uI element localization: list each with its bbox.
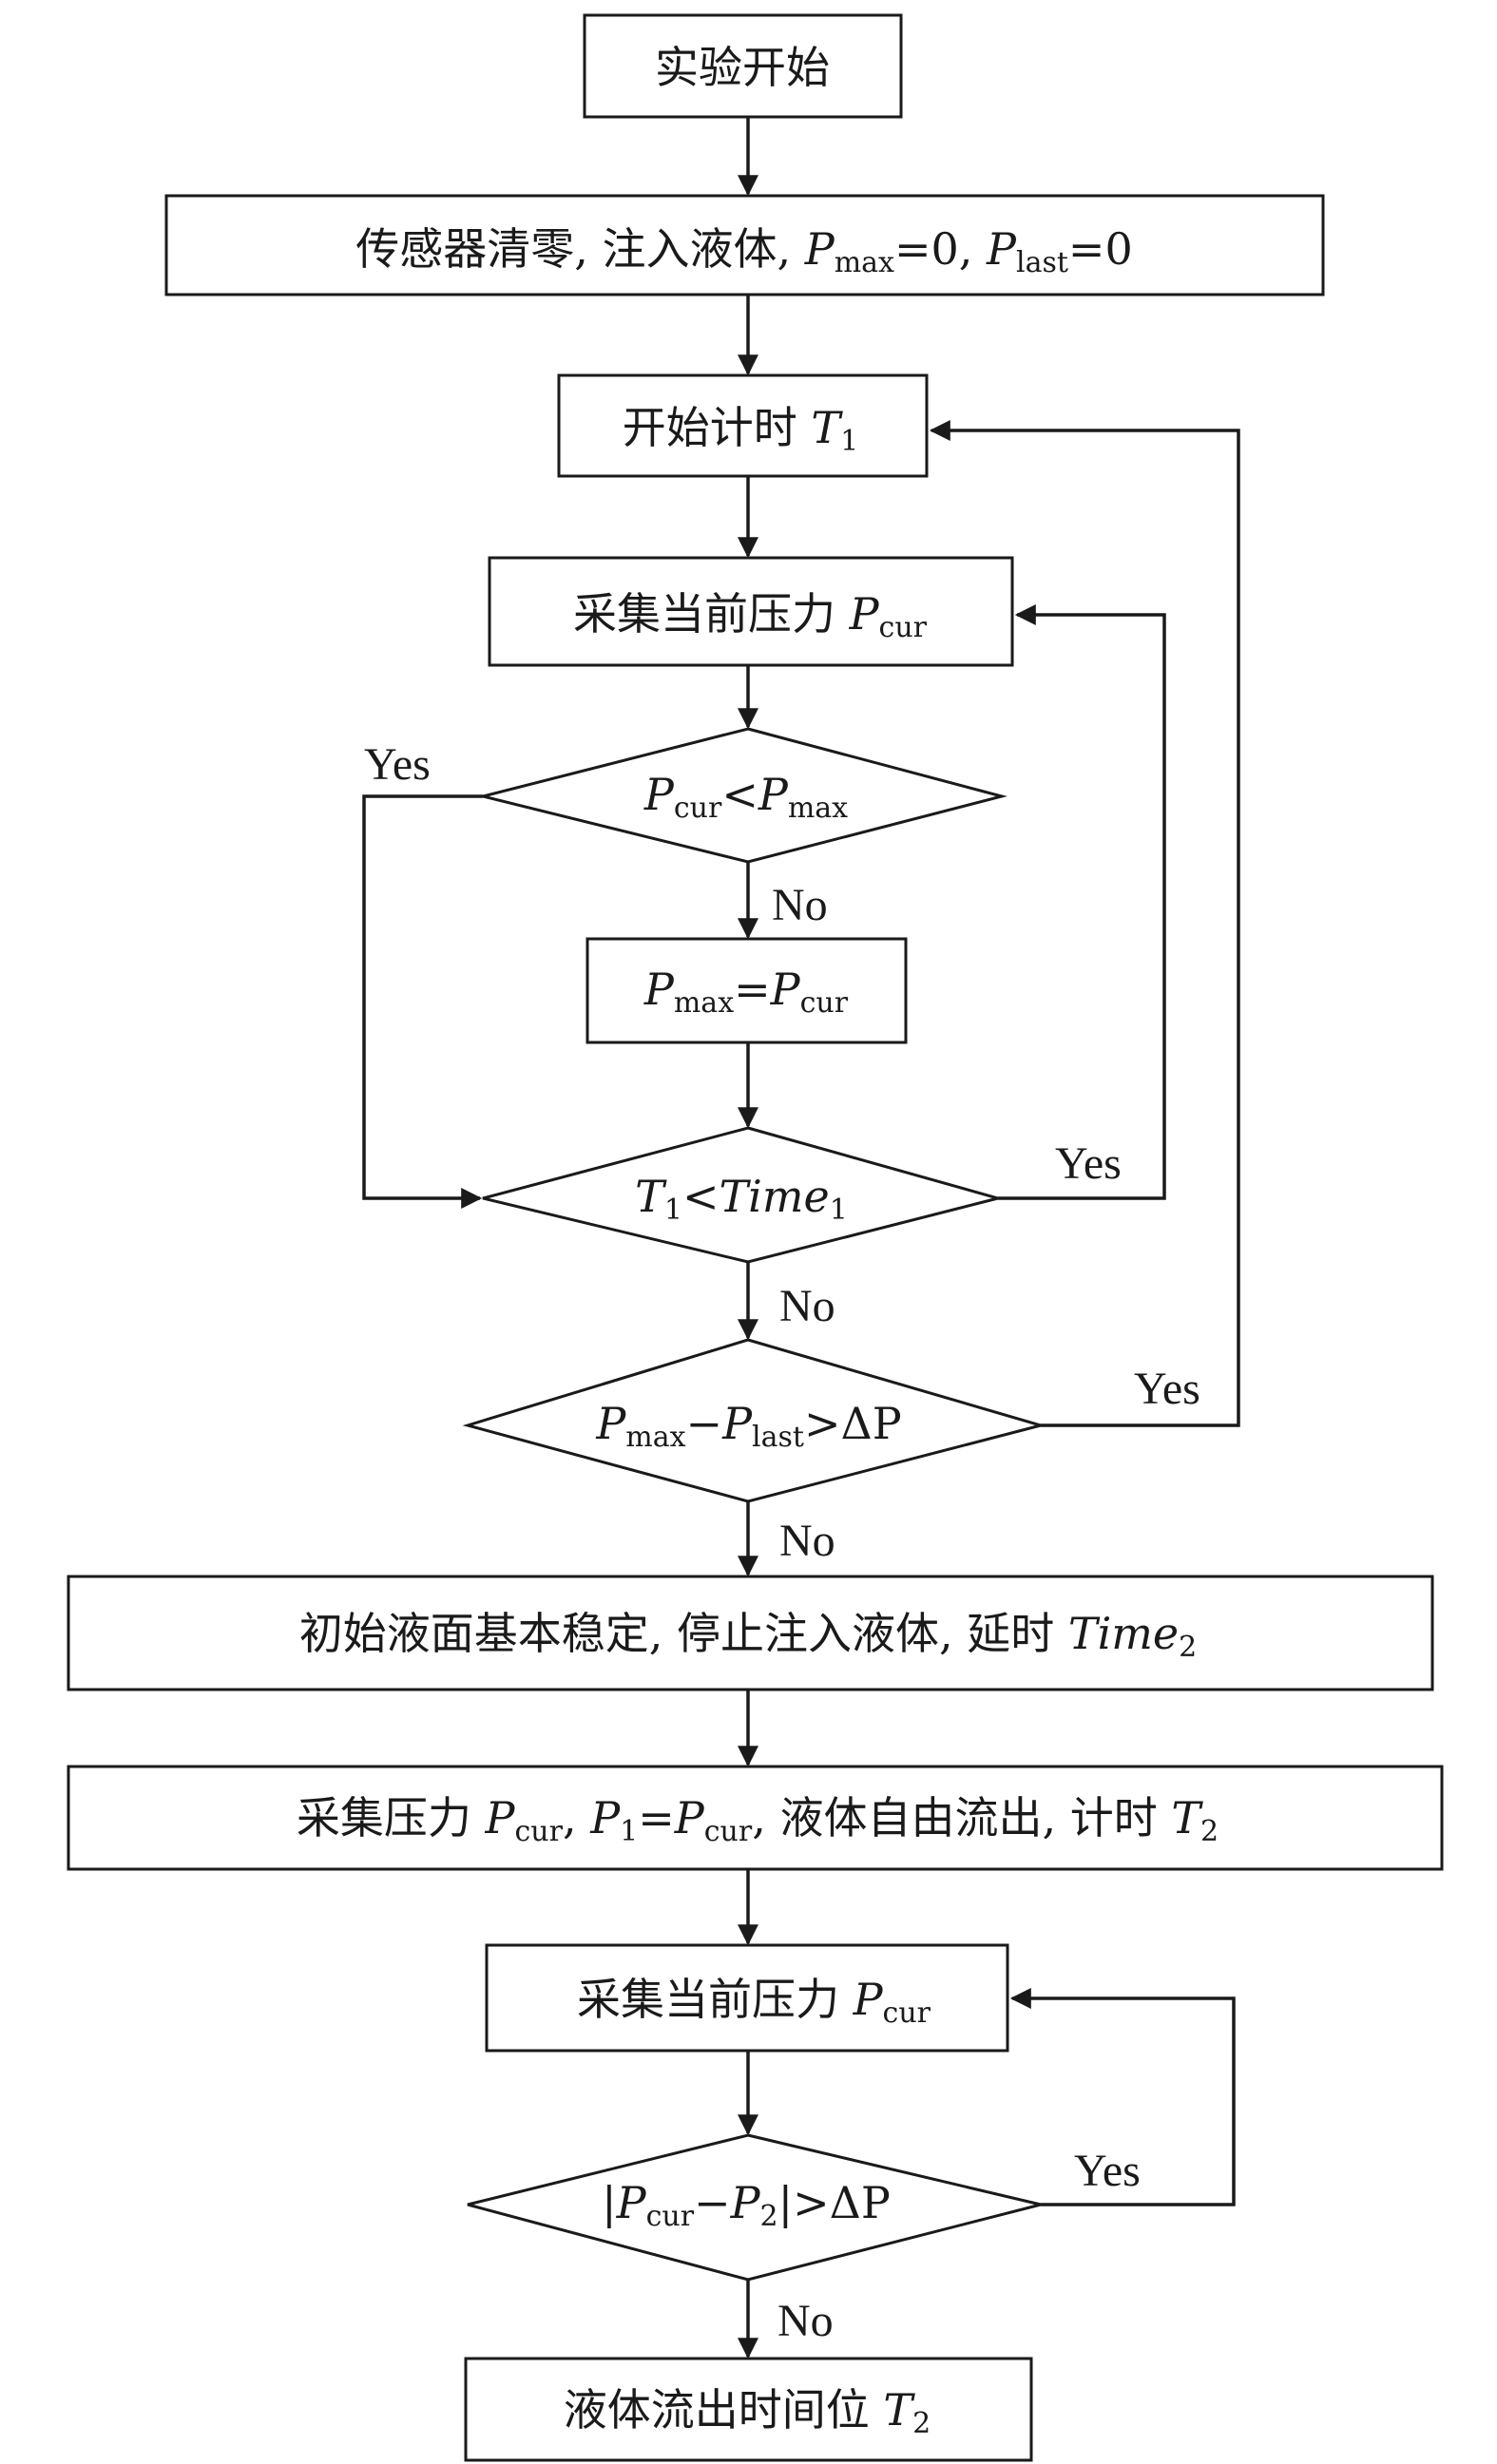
decision3-no-label: No bbox=[779, 1516, 835, 1566]
init-label: 传感器清零, 注入液体, Pmax=0, Plast=0 bbox=[355, 223, 1132, 279]
decision2-no-label: No bbox=[779, 1281, 835, 1331]
decision4-yes-label: Yes bbox=[1074, 2146, 1141, 2196]
decision3-yes-label: Yes bbox=[1134, 1364, 1200, 1414]
end-node bbox=[464, 2357, 1033, 2462]
decision1-no-label: No bbox=[772, 880, 828, 930]
decision3-label: Pmax−Plast>ΔP bbox=[595, 1398, 901, 1454]
decision2-yes-label: Yes bbox=[1055, 1138, 1122, 1189]
decision3-node bbox=[462, 1338, 1046, 1503]
collect1-label: 采集当前压力 Pcur bbox=[573, 588, 928, 644]
decision1-yes-label: Yes bbox=[364, 739, 431, 790]
collect2-label: 采集压力 Pcur, P1=Pcur, 液体自由流出, 计时 T2 bbox=[297, 1792, 1219, 1848]
end-label: 液体流出时间位 T2 bbox=[564, 2384, 931, 2440]
start-node bbox=[583, 13, 903, 119]
stable-label: 初始液面基本稳定, 停止注入液体, 延时 Time2 bbox=[299, 1608, 1197, 1664]
decision4-node bbox=[467, 2133, 1042, 2282]
collect1-node bbox=[488, 556, 1014, 667]
collect3-node bbox=[485, 1943, 1009, 2053]
collect3-label: 采集当前压力 Pcur bbox=[577, 1974, 931, 2030]
timer1-label: 开始计时 T1 bbox=[623, 402, 858, 458]
connectors bbox=[362, 117, 1240, 2359]
decision4-no-label: No bbox=[777, 2296, 834, 2346]
assign-node bbox=[585, 937, 908, 1044]
decision1-node bbox=[482, 727, 1008, 864]
decision4-label: |Pcur−P2|>ΔP bbox=[602, 2177, 891, 2233]
timer1-node bbox=[557, 373, 929, 478]
decision2-node bbox=[482, 1126, 1004, 1264]
init-node bbox=[164, 194, 1325, 296]
decision2-label: T1<Time1 bbox=[635, 1171, 848, 1227]
assign-label: Pmax=Pcur bbox=[643, 964, 849, 1020]
arrow-decision4-yes bbox=[1009, 1988, 1236, 2206]
stable-node bbox=[67, 1575, 1434, 1691]
arrow-decision2-yes bbox=[998, 604, 1166, 1200]
arrow-decision3-yes bbox=[929, 420, 1240, 1427]
collect2-node bbox=[67, 1765, 1444, 1871]
arrow-decision1-yes bbox=[362, 794, 483, 1209]
decision1-label: Pcur<Pmax bbox=[643, 769, 848, 825]
start-label: 实验开始 bbox=[655, 42, 830, 93]
